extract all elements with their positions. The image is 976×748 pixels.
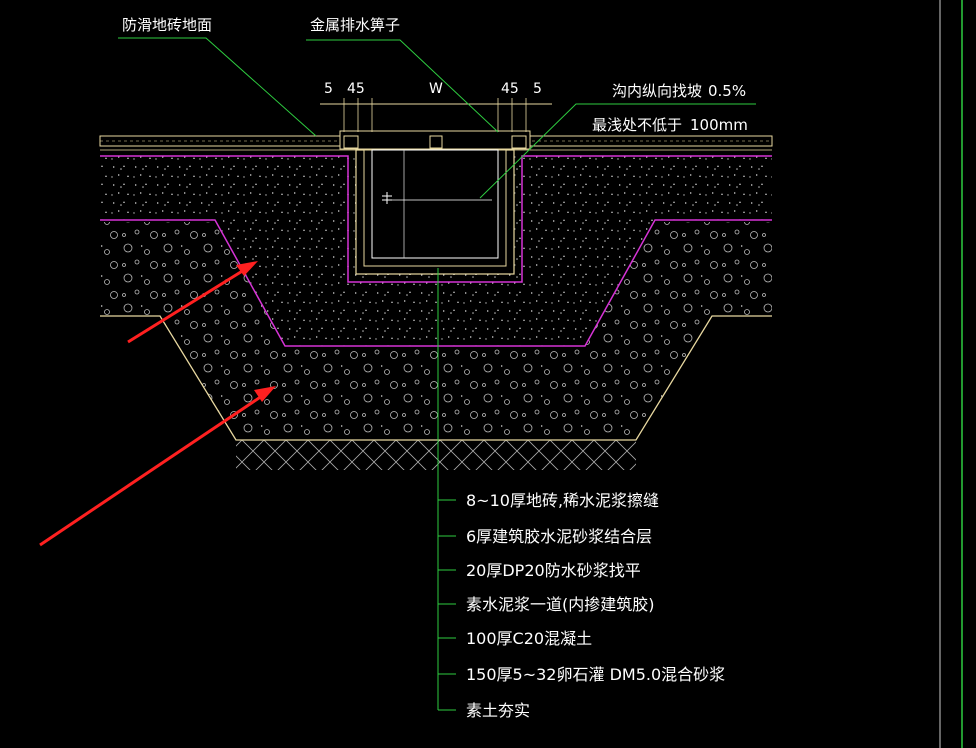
layer-label-7: 素土夯实: [466, 701, 530, 720]
compacted-soil-hatch: [236, 440, 636, 470]
waterproof-line-lower: [100, 219, 772, 347]
red-arrowhead-lower: [254, 386, 276, 402]
waterproof-line-upper: [100, 155, 772, 283]
red-arrow-lower: [39, 394, 263, 547]
leader-slope: [479, 103, 756, 199]
trench-outline: [100, 315, 772, 441]
layer-label-2: 6厚建筑胶水泥砂浆结合层: [466, 527, 652, 546]
layer-label-6: 150厚5~32卵石灌 DM5.0混合砂浆: [466, 665, 725, 684]
dim-45-left: 45: [347, 81, 365, 97]
dim-w: W: [429, 81, 443, 97]
layer-label-3: 20厚DP20防水砂浆找平: [466, 561, 641, 580]
label-min-depth: 最浅处不低于: [592, 116, 682, 134]
red-arrow-upper: [127, 268, 245, 344]
metal-grate: [339, 130, 531, 150]
layer-label-4: 素水泥浆一道(内掺建筑胶): [466, 595, 655, 614]
label-slope-value: 0.5%: [708, 82, 746, 100]
layer-label-5: 100厚C20混凝土: [466, 629, 592, 648]
label-min-depth-value: 100mm: [690, 116, 748, 134]
dim-5-left: 5: [324, 81, 333, 97]
layer-list: 8~10厚地砖,稀水泥浆擦缝 6厚建筑胶水泥砂浆结合层 20厚DP20防水砂浆找…: [438, 491, 725, 720]
dim-5-right: 5: [533, 81, 542, 97]
label-metal-grate: 金属排水箅子: [310, 16, 400, 34]
leader-floor-tile: [118, 37, 317, 137]
dim-45-right: 45: [501, 81, 519, 97]
layer-label-1: 8~10厚地砖,稀水泥浆擦缝: [466, 491, 659, 510]
label-slope: 沟内纵向找坡: [612, 82, 702, 100]
leader-metal-grate: [306, 39, 499, 133]
label-floor-tile: 防滑地砖地面: [122, 16, 212, 34]
red-arrowhead-upper: [236, 261, 258, 276]
annotation-arrows: [39, 261, 276, 547]
